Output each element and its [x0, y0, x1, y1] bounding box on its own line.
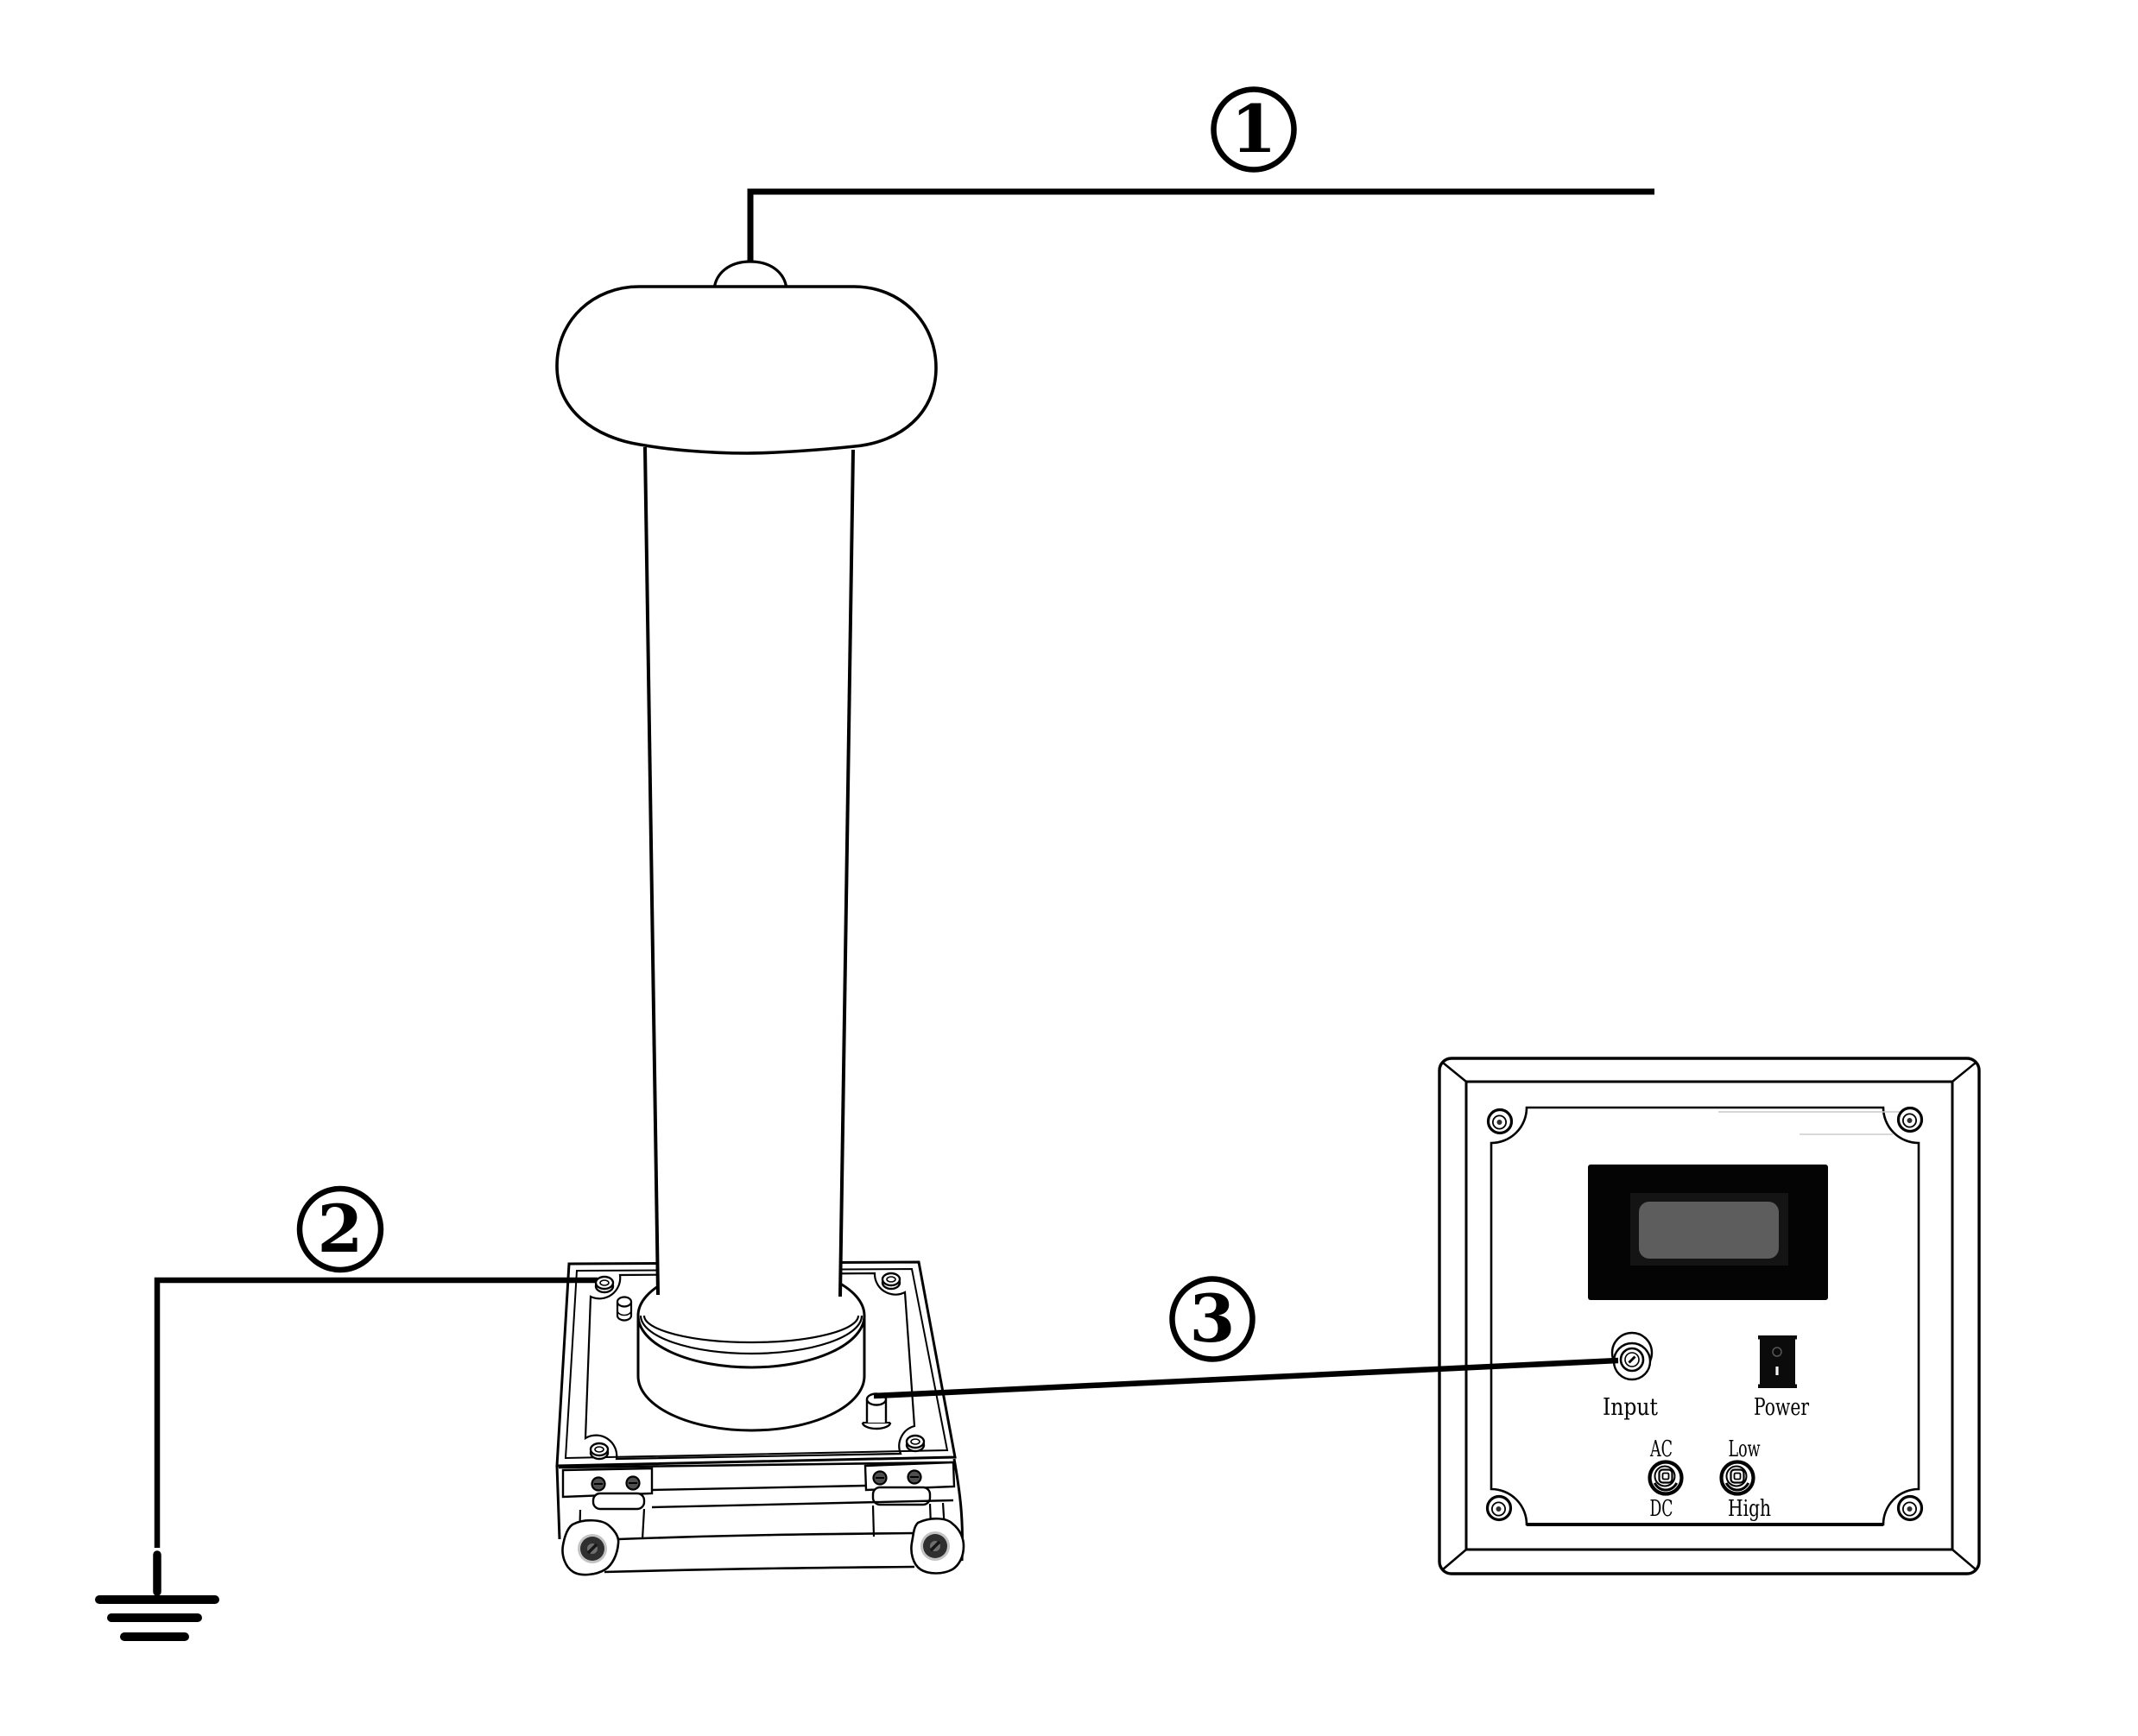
collar-body	[636, 1316, 866, 1432]
detail-line	[1653, 1482, 1679, 1492]
detail-line	[861, 1422, 892, 1430]
case-bracket-left	[561, 1467, 654, 1499]
panel-screw-tl	[1486, 1108, 1514, 1135]
lcd-display	[1588, 1165, 1828, 1300]
plate-screw-br	[905, 1434, 926, 1449]
ac-label: AC	[1649, 1436, 1673, 1462]
power-label: Power	[1754, 1394, 1809, 1421]
panel-screw-br	[1896, 1494, 1924, 1522]
input-label: Input	[1603, 1394, 1658, 1421]
top-electrode	[555, 285, 938, 455]
column-right-edge	[838, 449, 855, 1297]
base-plate-screwplate	[584, 1272, 916, 1461]
plate-bnc-stud	[861, 1392, 892, 1430]
case-handle-top	[651, 1484, 866, 1492]
plate-stud	[616, 1296, 633, 1322]
wire-3	[873, 1357, 1619, 1399]
detail-line	[1724, 1482, 1750, 1492]
callout-2-circle	[296, 1185, 384, 1273]
detail-circle	[1496, 1506, 1502, 1512]
detail-line	[929, 1540, 941, 1552]
detail-line	[871, 1505, 876, 1537]
plate-screw-br-slot	[910, 1438, 920, 1445]
plate-screw-tl	[594, 1275, 615, 1291]
callout-2-digit: 2	[318, 1190, 364, 1267]
low-label: Low	[1729, 1436, 1761, 1462]
collar-rim-arc-2	[639, 1315, 863, 1355]
input-connector	[1619, 1347, 1645, 1373]
voltage-divider	[555, 260, 957, 1468]
callout-3-circle	[1169, 1276, 1256, 1362]
case-bottom-edge	[617, 1531, 914, 1541]
detail-line	[641, 1508, 646, 1540]
panel-bevel-bl	[1442, 1549, 1467, 1570]
detail-line	[616, 1302, 633, 1322]
callout-3-digit: 3	[1190, 1280, 1236, 1357]
panel-bevel-br	[1951, 1549, 1977, 1570]
case-handle-bottom	[651, 1499, 954, 1509]
callout-1-circle	[1211, 86, 1297, 173]
plate-screw-bl	[589, 1442, 610, 1457]
power-switch-off-mark	[1772, 1347, 1782, 1357]
wire-1	[747, 188, 1654, 275]
plate-screw-tr	[881, 1272, 901, 1287]
column-left-edge	[643, 446, 660, 1296]
input-connector-slot	[1628, 1355, 1636, 1364]
detail-line	[617, 1310, 632, 1316]
panel-bevel-tr	[1951, 1062, 1977, 1083]
detail-rect	[1733, 1472, 1742, 1480]
detail-rect	[1661, 1472, 1670, 1480]
high-label: High	[1728, 1496, 1771, 1522]
callout-3: 3	[1169, 1276, 1256, 1362]
case-bracket-left-tab	[591, 1492, 646, 1511]
detail-rect	[1760, 1337, 1795, 1386]
detail-line	[586, 1543, 598, 1555]
top-knob	[712, 260, 788, 291]
base-plate-screws	[589, 1272, 926, 1461]
panel-bevel-tl	[1442, 1062, 1467, 1083]
collar-rim-front	[636, 1315, 866, 1369]
lcd-screen	[1639, 1202, 1779, 1259]
panel-screw-tr	[1896, 1106, 1924, 1133]
control-unit: Input Power AC DC Low High	[1438, 1057, 1981, 1575]
plate-screw-tl-slot	[599, 1279, 610, 1286]
dc-label: DC	[1650, 1496, 1673, 1522]
panel-screw-bl	[1485, 1494, 1513, 1522]
plate-screw-tr-slot	[886, 1276, 896, 1283]
ac-dc-post	[1648, 1460, 1684, 1496]
case-top-line	[558, 1461, 954, 1469]
collar-rim-arc-1	[642, 1315, 860, 1344]
panel-face	[1464, 1080, 1954, 1551]
power-switch	[1758, 1335, 1797, 1388]
detail-line	[865, 1399, 888, 1423]
callout-1: 1	[1211, 86, 1297, 173]
plate-screw-bl-slot	[594, 1446, 604, 1453]
panel-outer	[1438, 1057, 1981, 1575]
detail-circle	[1907, 1506, 1913, 1512]
callout-2: 2	[296, 1185, 384, 1273]
wire-2	[154, 1277, 598, 1548]
ground-symbol	[95, 1550, 219, 1641]
base-case	[555, 1458, 965, 1576]
column-body	[645, 445, 853, 1312]
detail-ellipse	[616, 1296, 633, 1308]
low-high-post	[1719, 1460, 1755, 1496]
callout-1-digit: 1	[1231, 91, 1277, 167]
case-left-edge	[555, 1465, 561, 1540]
detail-circle	[1496, 1120, 1502, 1125]
case-bottom-most	[604, 1565, 915, 1574]
detail-circle	[1907, 1118, 1913, 1123]
